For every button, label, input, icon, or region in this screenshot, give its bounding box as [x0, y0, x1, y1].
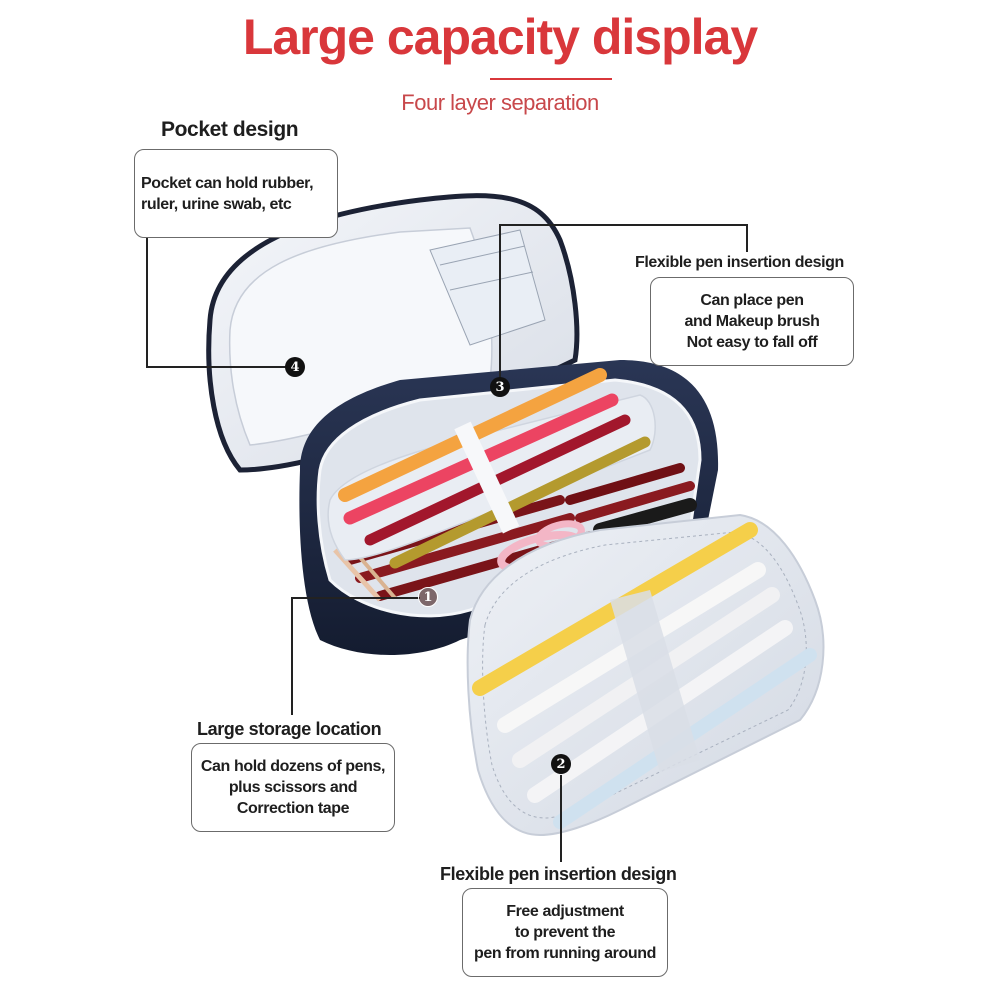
callout-badge-2: 2 [551, 754, 571, 774]
callout-text-line: Free adjustment [506, 903, 624, 920]
callout-box-large-storage: Can hold dozens of pens, plus scissors a… [191, 743, 395, 832]
callout-badge-4: 4 [285, 357, 305, 377]
callout-heading-flexible-pen-insertion-bottom: Flexible pen insertion design [440, 864, 677, 884]
page-subtitle: Four layer separation [401, 90, 599, 115]
callout-text-line: and Makeup brush [684, 313, 820, 330]
callout-text-line: Not easy to fall off [686, 334, 818, 351]
page-title: Large capacity display [242, 9, 758, 65]
callout-badge-3: 3 [490, 377, 510, 397]
callout-text-line: Can place pen [700, 292, 804, 309]
callout-text-line: pen from running around [474, 945, 656, 962]
title-divider [490, 78, 612, 80]
leader-lines [146, 224, 748, 862]
callout-heading-flexible-pen-insertion-top: Flexible pen insertion design [635, 254, 844, 271]
callout-text-line: plus scissors and [228, 779, 358, 796]
callout-box-pocket-design: Pocket can hold rubber, ruler, urine swa… [134, 149, 338, 238]
callout-box-flexible-pen-insertion-top: Can place pen and Makeup brush Not easy … [650, 277, 854, 366]
front-flap [466, 513, 825, 837]
callout-text-line: Correction tape [236, 800, 350, 817]
callout-heading-large-storage: Large storage location [197, 719, 382, 739]
callout-text-line: to prevent the [514, 924, 616, 941]
callout-heading-pocket-design: Pocket design [161, 118, 299, 141]
callout-text-line: Can hold dozens of pens, [200, 758, 386, 775]
middle-divider [327, 368, 656, 569]
callout-badge-1: 1 [418, 587, 438, 607]
callout-box-flexible-pen-insertion-bottom: Free adjustment to prevent the pen from … [462, 888, 668, 977]
callout-text-line: ruler, urine swab, etc [141, 195, 292, 213]
callout-text-line: Pocket can hold rubber, [141, 174, 314, 192]
